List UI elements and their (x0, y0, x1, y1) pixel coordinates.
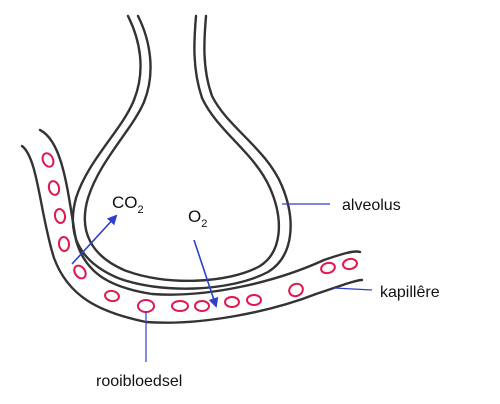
o2-label: O2 (188, 207, 207, 230)
capillary-wall (20, 128, 364, 324)
red-blood-cell (342, 257, 358, 271)
red-blood-cell (137, 299, 155, 313)
red-blood-cell (53, 208, 67, 224)
capillary-label: kapillêre (380, 284, 440, 301)
co2-label-subscript: 2 (138, 204, 144, 216)
capillary-wall-inner (38, 128, 362, 296)
alveolus-wall-outer (71, 14, 292, 290)
red-blood-cell (104, 289, 120, 303)
red-blood-cell (73, 264, 87, 280)
red-blood-cell (41, 152, 55, 168)
o2-label-subscript: 2 (201, 218, 207, 230)
capillary-wall-outer (20, 144, 364, 324)
co2-label-main: CO (112, 193, 138, 212)
o2-arrow (193, 239, 219, 308)
co2-label: CO2 (112, 193, 144, 216)
alveolus-wall-inner (83, 14, 281, 282)
red-blood-cell (57, 236, 71, 252)
red-blood-cell (288, 282, 304, 298)
alveolus-wall (71, 14, 292, 290)
red-blood-cell (320, 261, 336, 275)
red-blood-cell (47, 180, 61, 196)
capillary-leader-line (333, 287, 373, 291)
co2-arrow (71, 214, 118, 265)
o2-label-main: O (188, 207, 201, 226)
alveolus-label: alveolus (342, 197, 401, 214)
red-blood-cell (194, 300, 210, 312)
red-cell-label: rooibloedsel (96, 373, 182, 390)
red-blood-cell (246, 294, 262, 306)
red-blood-cell (171, 300, 189, 312)
red-blood-cell (224, 296, 240, 308)
